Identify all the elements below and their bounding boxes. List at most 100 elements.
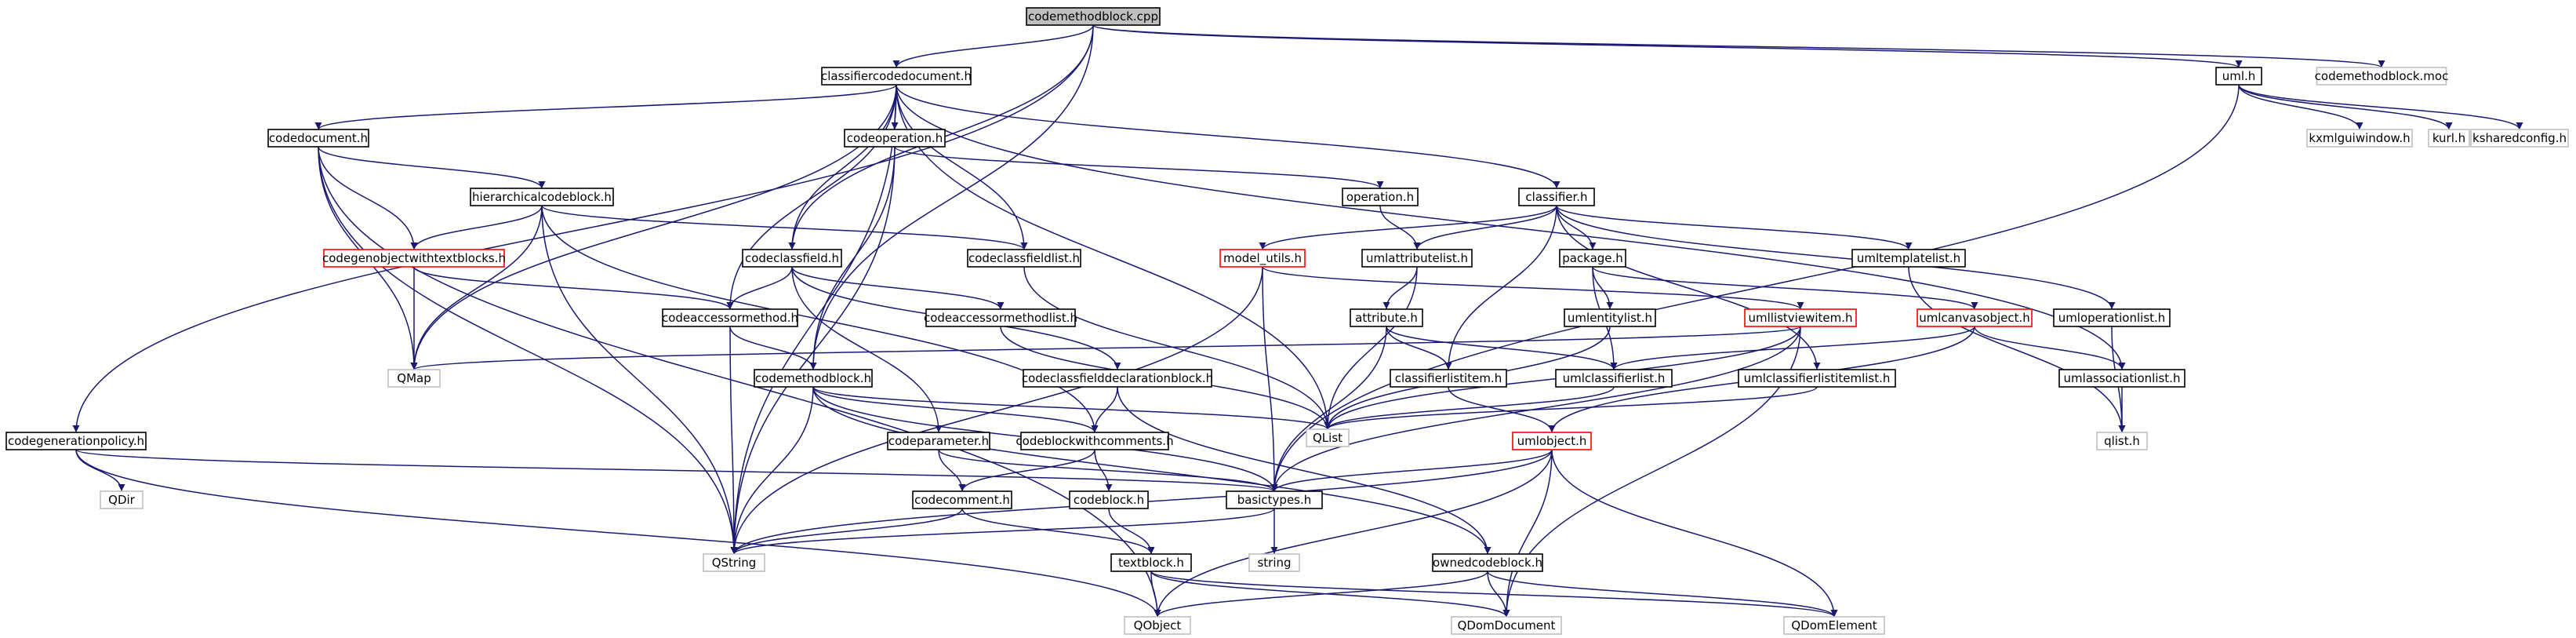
node-box (1783, 616, 1885, 635)
edge-uml-h-to-basictypes-h (1270, 84, 2240, 492)
node-codemethodblock-h[interactable]: codemethodblock.h (754, 369, 873, 388)
node-label: QDomElement (1791, 618, 1877, 633)
node-codegenobjectwithtextblocks-h[interactable]: codegenobjectwithtextblocks.h (322, 249, 506, 268)
node-box (1738, 369, 1896, 388)
node-umltemplatelist-h[interactable]: umltemplatelist.h (1851, 249, 1966, 268)
edge-codegenobjectwithtextblocks-h-to-codeaccessormethod-h (413, 266, 734, 310)
edge-umlobject-h-to-qdomdocument (1502, 449, 1553, 618)
node-label: QList (1313, 431, 1342, 445)
node-label: codeblockwithcomments.h (1016, 434, 1173, 448)
edge-ownedcodeblock-h-to-qdomelement (1487, 571, 1838, 618)
node-box (2215, 67, 2262, 86)
node-label: codemethodblock.cpp (1028, 9, 1158, 24)
node-basictypes-h[interactable]: basictypes.h (1226, 490, 1323, 509)
node-uml-h[interactable]: uml.h (2215, 67, 2262, 86)
node-label: umlclassifierlist.h (1563, 371, 1666, 385)
node-codegenerationpolicy-h[interactable]: codegenerationpolicy.h (5, 432, 147, 450)
node-model-utils-h[interactable]: model_utils.h (1219, 249, 1306, 268)
node-codeaccessormethodlist-h[interactable]: codeaccessormethodlist.h (924, 308, 1077, 327)
node-box (470, 188, 614, 206)
node-operation-h[interactable]: operation.h (1342, 188, 1419, 206)
edge-uml-h-to-kurl-h (2238, 84, 2453, 130)
node-codeclassfield-h[interactable]: codeclassfield.h (742, 249, 842, 268)
node-attribute-h[interactable]: attribute.h (1350, 308, 1423, 327)
node-box (1564, 308, 1656, 327)
node-box (387, 369, 441, 388)
node-qlist[interactable]: QList (1306, 428, 1350, 447)
node-qdomdocument[interactable]: QDomDocument (1451, 616, 1562, 635)
edge-umlcanvasobject-h-to-umlassociationlist-h (1974, 326, 2126, 370)
node-box (821, 67, 972, 86)
node-label: attribute.h (1355, 311, 1418, 325)
node-umlcanvasobject-h[interactable]: umlcanvasobject.h (1917, 308, 2033, 327)
node-codeaccessormethod-h[interactable]: codeaccessormethod.h (662, 308, 798, 327)
edge-classifier-h-to-umlattributelist-h (1413, 205, 1557, 250)
node-classifiercodedocument-h[interactable]: classifiercodedocument.h (821, 67, 972, 86)
node-classifier-h[interactable]: classifier.h (1518, 188, 1595, 206)
node-label: codeclassfieldlist.h (968, 251, 1080, 265)
node-kurl-h[interactable]: kurl.h (2428, 129, 2470, 148)
node-umlobject-h[interactable]: umlobject.h (1512, 432, 1592, 450)
node-umlassociationlist-h[interactable]: umlassociationlist.h (2058, 369, 2185, 388)
edge-umlclassifierlist-h-to-qlist (1324, 386, 1615, 430)
node-label: operation.h (1346, 190, 1414, 204)
node-codeblockwithcomments-h[interactable]: codeblockwithcomments.h (1016, 432, 1174, 450)
edge-textblock-h-to-qobject (1150, 571, 1161, 618)
node-codedocument-h[interactable]: codedocument.h (267, 129, 369, 148)
node-codemethodblock-cpp[interactable]: codemethodblock.cpp (1026, 7, 1161, 26)
node-label: string (1257, 556, 1291, 570)
node-codecomment-h[interactable]: codecomment.h (912, 490, 1012, 509)
edge-codeaccessormethod-h-to-qstring (729, 326, 738, 555)
node-package-h[interactable]: package.h (1559, 249, 1626, 268)
node-qdomelement[interactable]: QDomElement (1783, 616, 1885, 635)
node-box (1342, 188, 1419, 206)
edge-codeblock-h-to-textblock-h (1108, 508, 1155, 555)
edge-codedocument-h-to-codegenobjectwithtextblocks-h (318, 146, 418, 250)
edge-hierarchicalcodeblock-h-to-codeclassfieldlist-h (541, 205, 1028, 250)
node-box (1219, 249, 1306, 268)
node-box (887, 432, 990, 450)
node-ownedcodeblock-h[interactable]: ownedcodeblock.h (1432, 553, 1543, 572)
edge-attribute-h-to-classifierlistitem-h (1386, 326, 1452, 370)
node-codeoperation-h[interactable]: codeoperation.h (844, 129, 946, 148)
node-label: QDomDocument (1458, 618, 1556, 633)
node-codemethodblock-moc[interactable]: codemethodblock.moc (2315, 67, 2449, 86)
edge-classifiercodedocument-h-to-umlassociationlist-h (896, 84, 2126, 370)
node-codeblock-h[interactable]: codeblock.h (1069, 490, 1149, 509)
node-box (1559, 249, 1626, 268)
node-umloperationlist-h[interactable]: umloperationlist.h (2053, 308, 2171, 327)
node-box (1451, 616, 1562, 635)
node-qobject[interactable]: QObject (1124, 616, 1191, 635)
node-label: model_utils.h (1223, 251, 1302, 266)
node-box (1390, 369, 1507, 388)
node-codeclassfieldlist-h[interactable]: codeclassfieldlist.h (967, 249, 1081, 268)
node-classifierlistitem-h[interactable]: classifierlistitem.h (1390, 369, 1507, 388)
node-textblock-h[interactable]: textblock.h (1110, 553, 1192, 572)
node-kxmlguiwindow-h[interactable]: kxmlguiwindow.h (2306, 129, 2413, 148)
node-qdir[interactable]: QDir (100, 490, 144, 509)
node-qmap[interactable]: QMap (387, 369, 441, 388)
node-box (754, 369, 873, 388)
edge-codeaccessormethod-h-to-codemethodblock-h (729, 326, 817, 370)
node-box (662, 308, 798, 327)
node-umlclassifierlist-h[interactable]: umlclassifierlist.h (1555, 369, 1673, 388)
node-codeclassfielddeclarationblock-h[interactable]: codeclassfielddeclarationblock.h (1022, 369, 1213, 388)
node-umlattributelist-h[interactable]: umlattributelist.h (1361, 249, 1473, 268)
node-umllistviewitem-h[interactable]: umllistviewitem.h (1744, 308, 1857, 327)
node-umlentitylist-h[interactable]: umlentitylist.h (1564, 308, 1656, 327)
node-string[interactable]: string (1248, 553, 1300, 572)
node-ksharedconfig-h[interactable]: ksharedconfig.h (2470, 129, 2569, 148)
node-hierarchicalcodeblock-h[interactable]: hierarchicalcodeblock.h (470, 188, 614, 206)
node-umlclassifierlistitemlist-h[interactable]: umlclassifierlistitemlist.h (1738, 369, 1896, 388)
edge-codemethodblock-cpp-to-codegenerationpolicy-h (72, 24, 1094, 433)
node-label: codeoperation.h (847, 131, 943, 145)
node-codeparameter-h[interactable]: codeparameter.h (887, 432, 990, 450)
node-label: ownedcodeblock.h (1433, 556, 1542, 570)
node-box (323, 249, 505, 268)
edge-classifiercodedocument-h-to-qmap (410, 84, 897, 370)
node-qstring[interactable]: QString (703, 553, 765, 572)
edge-codeblockwithcomments-h-to-codecomment-h (958, 449, 1095, 492)
node-qlist-h[interactable]: qlist.h (2096, 432, 2148, 450)
edge-package-h-to-umlcanvasobject-h (1592, 266, 1978, 310)
edge-umlattributelist-h-to-attribute-h (1382, 266, 1418, 310)
